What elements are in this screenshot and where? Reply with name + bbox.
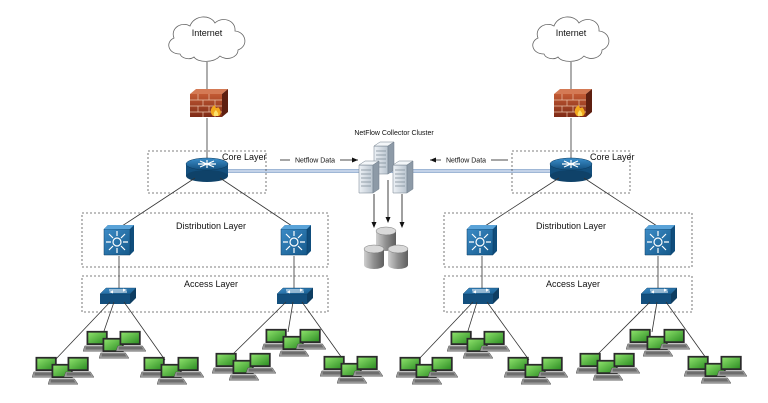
firewall-icon[interactable]: [553, 88, 593, 118]
right-distribution-layer-box: [443, 212, 693, 268]
left-cloud-label: Internet: [192, 28, 223, 38]
laptop-icon[interactable]: [353, 355, 383, 377]
laptop-icon[interactable]: [660, 328, 690, 350]
cloud-icon: [168, 16, 246, 62]
left-laptop-group: [32, 328, 383, 385]
database-icon[interactable]: [387, 244, 409, 270]
collector-title: NetFlow Collector Cluster: [354, 130, 434, 137]
database-icon[interactable]: [363, 244, 385, 270]
left-access-layer-box: [81, 275, 329, 313]
left-distribution-label: Distribution Layer: [176, 221, 246, 231]
router-dist-link: [583, 177, 658, 227]
server-icon[interactable]: [358, 160, 380, 194]
right-laptop-group: [396, 328, 747, 385]
right-distribution-label: Distribution Layer: [536, 221, 606, 231]
laptop-icon[interactable]: [246, 352, 276, 374]
right-laptop-links: [417, 301, 707, 361]
router-dist-link: [121, 177, 196, 227]
laptop-icon[interactable]: [480, 330, 510, 352]
right-core-label: Core Layer: [590, 152, 635, 162]
access-switch-icon[interactable]: [462, 287, 500, 305]
right-access-label: Access Layer: [546, 279, 600, 289]
right-cloud-label: Internet: [556, 28, 587, 38]
access-switch-icon[interactable]: [276, 287, 314, 305]
right-access-layer-box: [443, 275, 693, 313]
right-internet-cloud[interactable]: Internet: [532, 16, 610, 62]
left-internet-cloud[interactable]: Internet: [168, 16, 246, 62]
laptop-icon[interactable]: [610, 352, 640, 374]
router-icon[interactable]: [549, 157, 593, 182]
right-site: Internet Core Layer Distribution Layer A…: [396, 16, 747, 385]
netflow-arrow-left: Netflow Data: [280, 154, 358, 165]
layer3-switch-icon[interactable]: [644, 224, 676, 256]
laptop-icon[interactable]: [64, 356, 94, 378]
router-icon[interactable]: [185, 157, 229, 182]
layer3-switch-icon[interactable]: [103, 224, 135, 256]
collector-storage-links: [371, 180, 405, 228]
router-dist-link: [484, 177, 560, 227]
cloud-icon: [532, 16, 610, 62]
layer3-switch-icon[interactable]: [280, 224, 312, 256]
left-access-label: Access Layer: [184, 279, 238, 289]
left-core-label: Core Layer: [222, 152, 267, 162]
laptop-icon[interactable]: [296, 328, 326, 350]
netflow-data-label-left: Netflow Data: [295, 158, 335, 165]
netflow-arrow-right: Netflow Data: [430, 154, 508, 165]
laptop-icon[interactable]: [174, 356, 204, 378]
access-switch-icon[interactable]: [99, 287, 137, 305]
netflow-collector: NetFlow Collector Cluster Netflow Data N…: [280, 130, 508, 270]
laptop-icon[interactable]: [428, 356, 458, 378]
server-icon[interactable]: [392, 160, 414, 194]
left-distribution-layer-box: [81, 212, 329, 268]
firewall-icon[interactable]: [189, 88, 229, 118]
left-site: Internet Core Layer Distribution Layer A…: [32, 16, 383, 385]
laptop-icon[interactable]: [538, 356, 568, 378]
router-dist-link: [219, 177, 293, 227]
access-switch-icon[interactable]: [640, 287, 678, 305]
laptop-icon[interactable]: [116, 330, 146, 352]
laptop-icon[interactable]: [717, 355, 747, 377]
netflow-data-label-right: Netflow Data: [446, 158, 486, 165]
left-laptop-links: [54, 301, 343, 361]
layer3-switch-icon[interactable]: [466, 224, 498, 256]
